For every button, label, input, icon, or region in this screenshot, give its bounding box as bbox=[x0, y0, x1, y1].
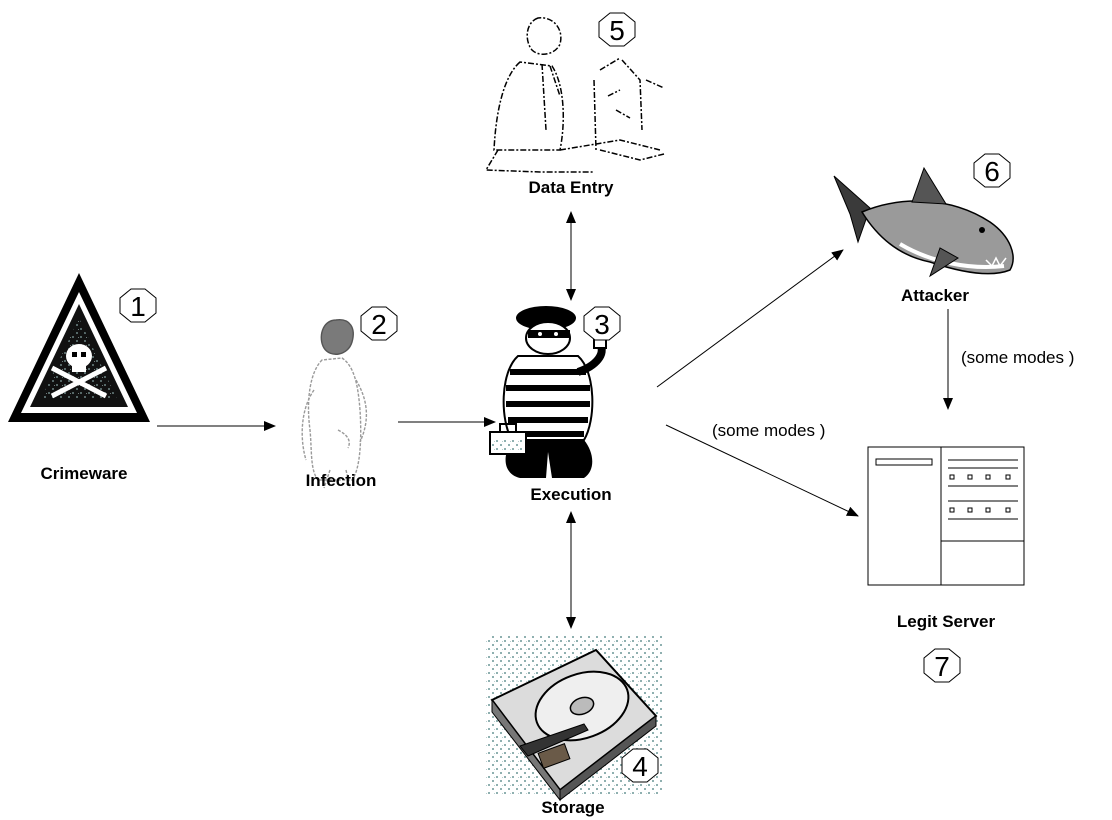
node-label-data-entry: Data Entry bbox=[528, 178, 614, 197]
node-label-legit-server: Legit Server bbox=[897, 612, 996, 631]
node-legit-server: Legit Server 7 bbox=[867, 446, 1025, 683]
edges bbox=[157, 211, 953, 629]
step-badge-7: 7 bbox=[923, 648, 961, 683]
skull-warning-triangle-icon bbox=[8, 273, 150, 422]
node-execution: Execution 3 bbox=[489, 306, 621, 504]
step-number-6: 6 bbox=[984, 156, 1000, 187]
node-label-crimeware: Crimeware bbox=[41, 464, 128, 483]
step-badge-2: 2 bbox=[360, 306, 398, 341]
step-badge-6: 6 bbox=[973, 153, 1011, 188]
edge-execution-to-attacker bbox=[656, 249, 844, 388]
step-number-7: 7 bbox=[934, 651, 950, 682]
shark-icon bbox=[833, 166, 1014, 278]
step-badge-1: 1 bbox=[119, 288, 157, 323]
step-number-3: 3 bbox=[594, 309, 610, 340]
node-label-storage: Storage bbox=[541, 798, 604, 817]
node-crimeware: Crimeware 1 bbox=[8, 273, 157, 483]
person-user-icon bbox=[301, 319, 368, 489]
node-storage: Storage 4 bbox=[486, 636, 662, 817]
edge-label-execution-server: (some modes ) bbox=[712, 421, 825, 440]
server-cabinet-icon bbox=[867, 446, 1025, 586]
node-label-execution: Execution bbox=[530, 485, 611, 504]
step-number-2: 2 bbox=[371, 309, 387, 340]
node-label-attacker: Attacker bbox=[901, 286, 969, 305]
person-at-desk-icon bbox=[484, 17, 665, 173]
node-label-infection: Infection bbox=[306, 471, 377, 490]
step-number-5: 5 bbox=[609, 15, 625, 46]
step-number-1: 1 bbox=[130, 291, 146, 322]
node-attacker: Attacker 6 bbox=[833, 153, 1014, 305]
edge-label-attacker-server: (some modes ) bbox=[961, 348, 1074, 367]
step-badge-5: 5 bbox=[598, 12, 636, 47]
node-infection: Infection 2 bbox=[301, 306, 398, 490]
edge-execution-to-server bbox=[665, 424, 859, 517]
step-badge-3: 3 bbox=[583, 306, 621, 341]
step-badge-4: 4 bbox=[621, 748, 659, 783]
node-data-entry: Data Entry 5 bbox=[484, 12, 665, 197]
step-number-4: 4 bbox=[632, 751, 648, 782]
hard-drive-icon bbox=[486, 636, 662, 802]
